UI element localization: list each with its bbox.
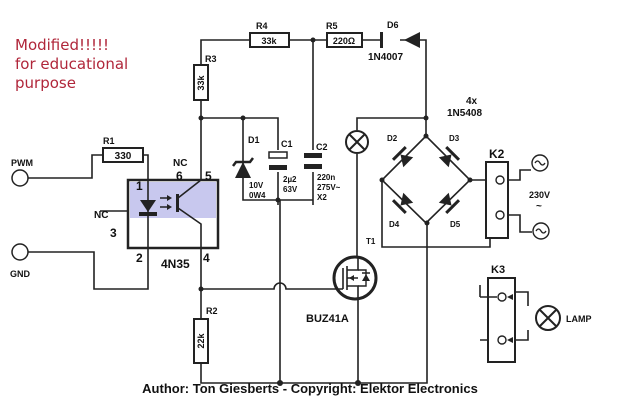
svg-text:2µ2: 2µ2 xyxy=(283,175,297,184)
svg-text:220n: 220n xyxy=(317,173,335,182)
svg-text:230V: 230V xyxy=(529,190,550,200)
svg-text:4: 4 xyxy=(203,251,210,265)
note-line: purpose xyxy=(15,74,76,92)
svg-text:R1: R1 xyxy=(103,136,115,146)
svg-text:3: 3 xyxy=(110,226,117,240)
resistor-r5: 220Ω R5 xyxy=(326,21,363,48)
svg-text:0W4: 0W4 xyxy=(249,191,266,200)
svg-text:NC: NC xyxy=(173,158,187,169)
svg-text:R2: R2 xyxy=(206,306,218,316)
svg-text:D4: D4 xyxy=(389,220,400,229)
resistor-r2: 22k R2 xyxy=(193,306,218,364)
resistor-r1: 330 R1 xyxy=(102,136,144,163)
svg-text:BUZ41A: BUZ41A xyxy=(306,313,349,325)
mosfet-t1: T1 BUZ41A xyxy=(306,237,378,325)
zener-d1: D1 10V 0W4 xyxy=(232,135,266,200)
optocoupler-4n35: 1 6 NC 5 NC 3 2 4N35 4 xyxy=(94,158,220,271)
svg-text:LAMP: LAMP xyxy=(566,314,592,324)
diode-d6: D6 1N4007 xyxy=(368,20,420,63)
svg-text:~: ~ xyxy=(536,201,542,212)
svg-text:R3: R3 xyxy=(205,54,217,64)
svg-text:R5: R5 xyxy=(326,21,338,31)
pwm-terminal: PWM xyxy=(11,158,33,187)
svg-text:275V~: 275V~ xyxy=(317,183,341,192)
connector-k3: K3 LAMP xyxy=(480,264,592,363)
svg-text:C1: C1 xyxy=(281,139,293,149)
resistor-r3: 33k R3 xyxy=(193,54,217,101)
svg-text:33k: 33k xyxy=(261,36,277,46)
svg-text:4x: 4x xyxy=(466,96,478,107)
svg-text:X2: X2 xyxy=(317,193,327,202)
svg-text:D5: D5 xyxy=(450,220,461,229)
svg-text:4N35: 4N35 xyxy=(161,257,190,271)
capacitor-c2: C2 220n 275V~ X2 xyxy=(304,142,341,202)
svg-text:33k: 33k xyxy=(196,75,206,91)
svg-text:C2: C2 xyxy=(316,142,328,152)
svg-text:6: 6 xyxy=(176,169,183,183)
svg-text:T1: T1 xyxy=(366,237,376,246)
wires xyxy=(28,39,532,384)
svg-text:5: 5 xyxy=(205,169,212,183)
svg-text:NC: NC xyxy=(94,210,108,221)
svg-text:1N5408: 1N5408 xyxy=(447,108,482,119)
gnd-terminal: GND xyxy=(10,243,31,279)
svg-text:D1: D1 xyxy=(248,135,260,145)
junctions xyxy=(198,37,473,386)
note-line: Modified!!!!! xyxy=(15,36,110,54)
svg-text:K3: K3 xyxy=(491,264,505,276)
svg-text:D2: D2 xyxy=(387,134,398,143)
svg-text:1N4007: 1N4007 xyxy=(368,52,403,63)
svg-text:1: 1 xyxy=(136,179,143,193)
author-caption: Author: Ton Giesberts - Copyright: Elekt… xyxy=(142,381,478,396)
capacitor-c1: C1 2µ2 63V xyxy=(268,139,298,194)
modified-note: Modified!!!!! for educational purpose xyxy=(15,36,128,93)
svg-text:D3: D3 xyxy=(449,134,460,143)
svg-text:D6: D6 xyxy=(387,20,399,30)
note-line: for educational xyxy=(15,55,129,73)
connector-k2: K2 230V ~ xyxy=(485,147,550,240)
svg-text:K2: K2 xyxy=(489,147,505,161)
bridge-rectifier: D2 D3 D4 D5 4x 1N5408 xyxy=(387,96,482,229)
resistor-r4: 33k R4 xyxy=(249,21,290,48)
svg-text:63V: 63V xyxy=(283,185,298,194)
svg-text:PWM: PWM xyxy=(11,158,33,168)
svg-text:GND: GND xyxy=(10,269,31,279)
svg-text:220Ω: 220Ω xyxy=(333,36,355,46)
svg-text:22k: 22k xyxy=(196,333,206,349)
svg-text:330: 330 xyxy=(115,151,132,162)
lamp-symbol xyxy=(345,130,369,154)
svg-text:10V: 10V xyxy=(249,181,264,190)
svg-text:2: 2 xyxy=(136,251,143,265)
svg-text:R4: R4 xyxy=(256,21,268,31)
